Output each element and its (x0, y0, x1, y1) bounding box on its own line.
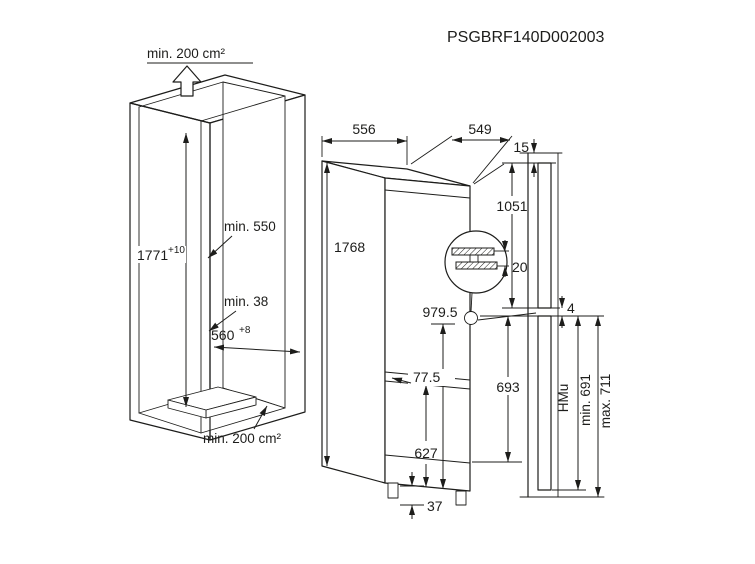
niche-height-value: 1771 (137, 247, 168, 263)
door-gap-value: 77.5 (413, 369, 440, 385)
niche-height-tolerance: +10 (168, 245, 185, 256)
niche-vent-bottom-leader (253, 405, 268, 430)
upper-furniture-door (537, 162, 552, 309)
door-height-label: HMu (556, 384, 571, 413)
lower-section-value: 627 (414, 445, 438, 461)
niche-depth-leader (207, 235, 233, 259)
appliance-foot (455, 490, 467, 506)
appliance-drawing: 20 556 549 1768 979.5 627 77.5 37 (321, 121, 537, 519)
niche-vent-bottom-label: min. 200 cm² (203, 431, 282, 446)
door-gap-leader (391, 377, 412, 384)
appliance-height-value: 1768 (334, 239, 365, 255)
niche-clearance-value: min. 38 (224, 294, 268, 309)
niche-width-dim (213, 344, 301, 355)
hinge-pivot (464, 311, 478, 325)
lower-door-height-value: 693 (496, 379, 520, 395)
upper-door-top-edge (384, 189, 471, 199)
niche-width-value: 560 (211, 327, 235, 343)
drawing-number: PSGBRF140D002003 (447, 29, 605, 46)
hinge-link (469, 254, 479, 263)
hinge-extension-line (477, 312, 537, 321)
hinge-section-plate (451, 247, 495, 256)
door-height-max-value: max. 711 (598, 374, 613, 429)
door-height-min-value: min. 691 (578, 374, 593, 426)
appliance-width-value: 556 (352, 121, 376, 137)
lower-door-bottom-edge (384, 454, 471, 464)
detail-callout-line (470, 292, 473, 313)
appliance-depth-value: 549 (468, 121, 492, 137)
niche-depth-value: min. 550 (224, 219, 276, 234)
appliance-side-face (321, 160, 386, 484)
hinge-offset-value: 20 (512, 259, 528, 275)
upper-door-height-value: 1051 (496, 198, 527, 214)
niche-front-opening (129, 102, 211, 441)
appliance-foot (387, 482, 399, 499)
niche-drawing: min. 200 cm² 1771 +10 min. 550 min. 38 5… (129, 46, 306, 446)
hinge-height-value: 979.5 (422, 304, 457, 320)
airflow-arrow-icon (172, 65, 202, 97)
niche-clearance-leader (208, 310, 237, 332)
hinge-section-plate (455, 261, 498, 270)
niche-vent-top-label: min. 200 cm² (147, 46, 226, 61)
furniture-panel-section: 15 4 HMu min. 691 max. 711 (480, 139, 613, 498)
panel-gap-value: 4 (567, 300, 575, 316)
plinth-height-value: 37 (427, 498, 443, 514)
lower-furniture-door (537, 315, 552, 491)
niche-width-tolerance: +8 (239, 325, 251, 336)
top-gap-value: 15 (513, 139, 529, 155)
niche-back-wall (222, 81, 286, 409)
